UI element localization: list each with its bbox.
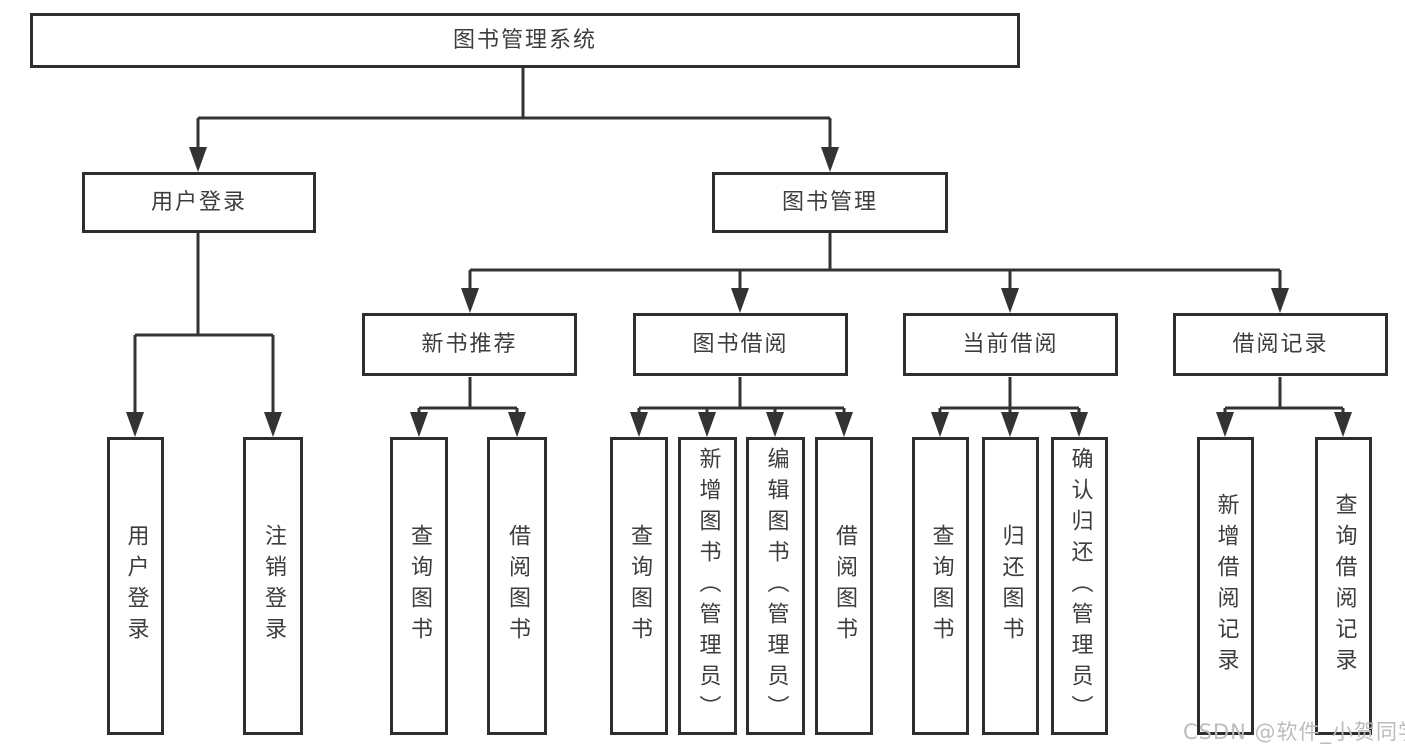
leaf-query-borrow-record: 查询借阅记录 — [1315, 437, 1372, 735]
node-library-system: 图书管理系统 — [30, 13, 1020, 68]
leaf-logout: 注销登录 — [243, 437, 303, 735]
leaf-query-books-borrow: 查询图书 — [610, 437, 668, 735]
node-current-borrowing: 当前借阅 — [903, 313, 1118, 376]
leaf-query-books-current: 查询图书 — [912, 437, 969, 735]
leaf-user-login: 用户登录 — [107, 437, 164, 735]
leaf-borrow-books: 借阅图书 — [815, 437, 873, 735]
node-book-borrowing: 图书借阅 — [633, 313, 848, 376]
leaf-add-borrow-record: 新增借阅记录 — [1197, 437, 1254, 735]
leaf-confirm-return-admin: 确认归还（管理员） — [1051, 437, 1108, 735]
node-borrowing-records: 借阅记录 — [1173, 313, 1388, 376]
leaf-borrow-books-recommend: 借阅图书 — [487, 437, 547, 735]
node-new-book-recommend: 新书推荐 — [362, 313, 577, 376]
node-user-login: 用户登录 — [82, 172, 316, 233]
leaf-add-book-admin: 新增图书（管理员） — [678, 437, 737, 735]
watermark: CSDN @软件_小贺同学 — [1183, 720, 1405, 744]
leaf-return-books: 归还图书 — [982, 437, 1039, 735]
leaf-query-books-recommend: 查询图书 — [390, 437, 448, 735]
leaf-edit-book-admin: 编辑图书（管理员） — [746, 437, 805, 735]
node-book-management: 图书管理 — [712, 172, 948, 233]
